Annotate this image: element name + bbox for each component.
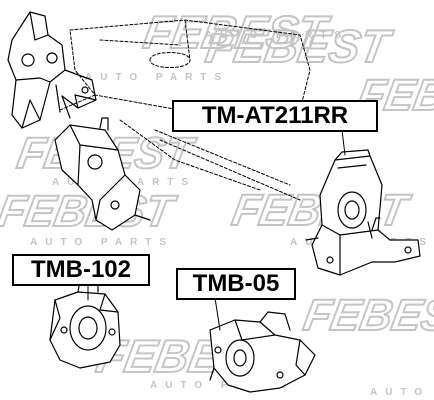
part-tmb-05 [209,311,316,393]
watermark-brand: FEBEST [202,20,396,72]
watermark-tagline: AUTO PARTS [30,237,174,248]
label-tm-at211rr: TM-AT211RR [172,100,378,132]
watermark-tagline: AUTO PARTS [370,387,434,398]
part-tmb-102 [49,279,121,369]
watermark-tagline: AUTO PARTS [150,380,294,391]
watermark-brand: FEBEST [140,6,334,58]
label-tmb-05: TMB-05 [176,268,296,300]
watermark-tagline: AUTO PARTS [85,72,229,83]
part-middle-bracket [54,117,151,231]
part-upper-left-mount [7,11,97,129]
line-art [7,11,421,393]
label-tmb-102: TMB-102 [12,254,150,286]
part-tm-at211rr [305,149,421,276]
watermark-tagline: AUTO PARTS [205,30,349,41]
watermark-brand: FEBEST [300,291,434,340]
